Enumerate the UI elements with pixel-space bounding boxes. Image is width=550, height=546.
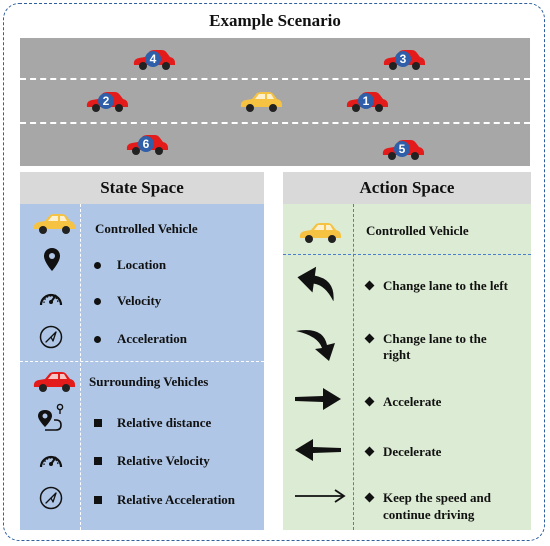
ego-car-icon [31, 212, 77, 241]
state-item-relative-acceleration: Relative Acceleration [117, 492, 236, 507]
car-number-badge: 6 [138, 136, 154, 152]
car-4: 4 [131, 48, 177, 72]
state-space-header: State Space [20, 172, 264, 204]
car-number-badge: 3 [395, 51, 411, 67]
state-controlled-label: Controlled Vehicle [95, 221, 198, 236]
keep-speed-arrow-icon [293, 487, 347, 510]
scenario-frame [3, 3, 545, 541]
route-distance-icon [38, 403, 64, 438]
lane-divider [20, 78, 530, 80]
bullet [94, 336, 101, 343]
divider [80, 204, 81, 530]
state-item-acceleration: Acceleration [117, 331, 188, 346]
car-number-badge: 4 [145, 51, 161, 67]
location-pin-icon [44, 248, 60, 277]
turn-right-arrow-icon [293, 321, 343, 366]
action-space-header: Action Space [283, 172, 531, 204]
car-number-badge: 1 [358, 93, 374, 109]
divider [353, 204, 354, 530]
red-car-icon [31, 370, 77, 399]
state-item-location: Location [117, 257, 167, 272]
action-controlled-label: Controlled Vehicle [366, 223, 469, 238]
action-accelerate: Accelerate [383, 394, 442, 409]
bullet [94, 262, 101, 269]
divider [20, 361, 264, 362]
acceleration-compass-icon [39, 486, 63, 515]
bullet-square [94, 419, 102, 427]
decelerate-arrow-icon [293, 437, 343, 468]
action-keep-speed-line1: Keep the speed and [383, 490, 491, 505]
car-3: 3 [381, 48, 427, 72]
acceleration-compass-icon [39, 325, 63, 354]
car-number-badge: 5 [394, 141, 410, 157]
state-surrounding-label: Surrounding Vehicles [89, 374, 209, 389]
car-number-badge: 2 [98, 93, 114, 109]
speedometer-icon [38, 287, 64, 316]
divider [283, 254, 531, 255]
state-item-relative-velocity: Relative Velocity [117, 453, 210, 468]
bullet [94, 298, 101, 305]
ego-car [238, 90, 284, 114]
page-title: Example Scenario [209, 11, 341, 30]
lane-divider [20, 122, 530, 124]
action-change-right-line1: Change lane to the [383, 331, 487, 346]
accelerate-arrow-icon [293, 386, 343, 417]
state-item-relative-distance: Relative distance [117, 415, 212, 430]
car-1: 1 [344, 90, 390, 114]
ego-car-icon [297, 221, 343, 250]
action-change-right-line2: right [383, 347, 411, 362]
action-decelerate: Decelerate [383, 444, 442, 459]
car-6: 6 [124, 133, 170, 157]
car-2: 2 [84, 90, 130, 114]
car-5: 5 [380, 138, 426, 162]
action-change-left: Change lane to the left [383, 278, 508, 293]
action-keep-speed-line2: continue driving [383, 507, 475, 522]
action-space-panel [283, 204, 531, 530]
state-item-velocity: Velocity [117, 293, 162, 308]
speedometer-icon [38, 449, 64, 478]
turn-left-arrow-icon [293, 263, 339, 306]
bullet-square [94, 496, 102, 504]
state-space-panel [20, 204, 264, 530]
bullet-square [94, 457, 102, 465]
